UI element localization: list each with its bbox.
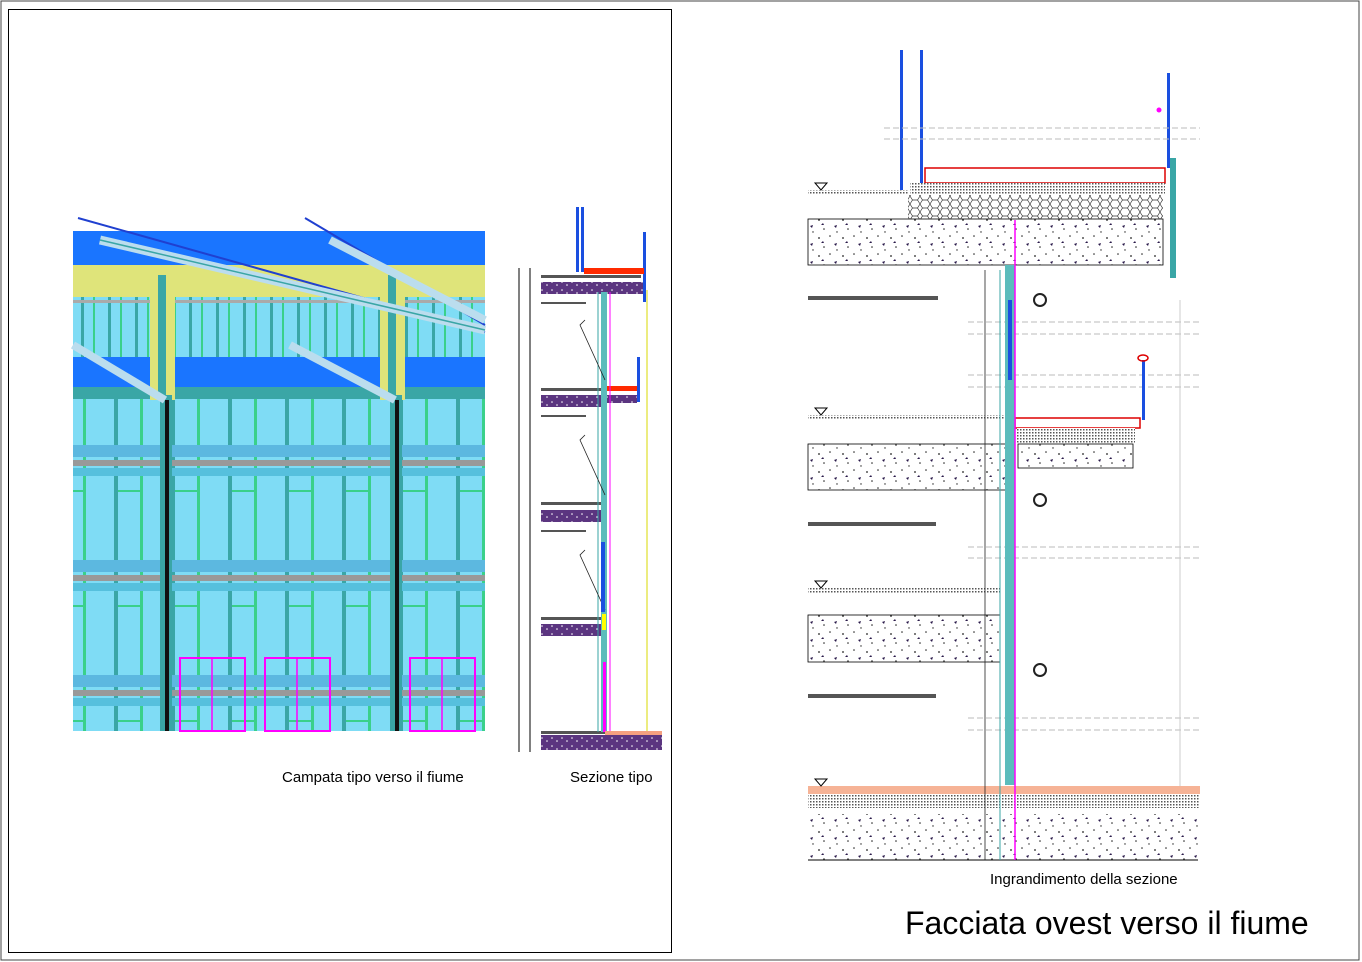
elevation-drawing	[70, 217, 487, 732]
sheet-title: Facciata ovest verso il fiume	[905, 905, 1309, 941]
left-frame	[8, 9, 672, 953]
section-drawing	[518, 207, 662, 752]
detail-caption: Ingrandimento della sezione	[990, 871, 1178, 888]
section-caption: Sezione tipo	[570, 769, 653, 786]
detail-drawing	[807, 50, 1200, 861]
elevation-caption: Campata tipo verso il fiume	[282, 769, 464, 786]
